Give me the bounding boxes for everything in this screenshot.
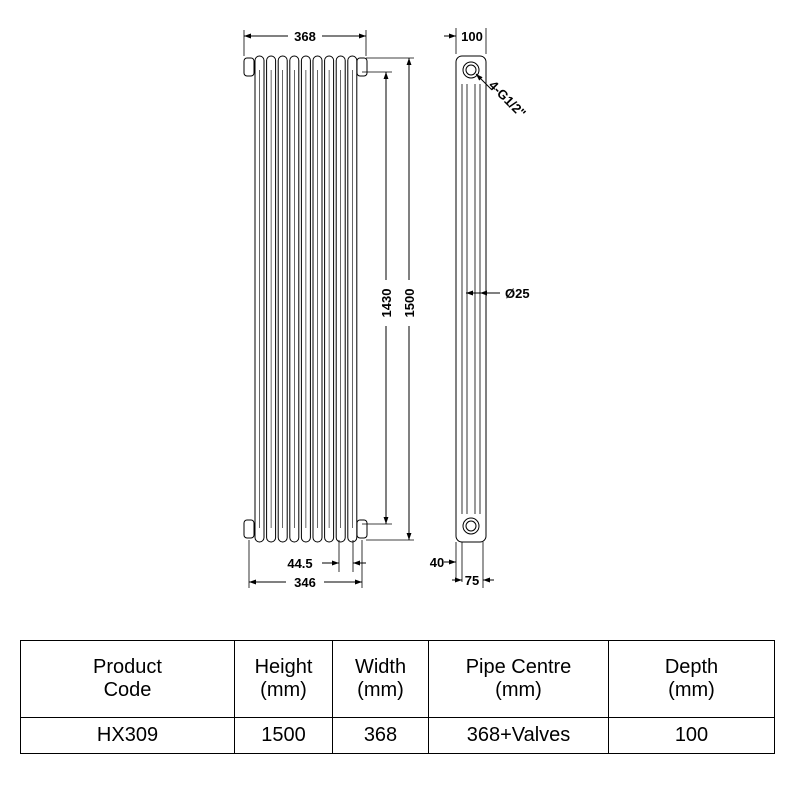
dim-overall-height: 1500	[402, 289, 417, 318]
dim-column-pitch: 44.5	[287, 556, 312, 571]
dim-body-width: 346	[294, 575, 316, 590]
dim-overall-width: 368	[294, 29, 316, 44]
dim-pipe-centre-height: 1430	[379, 289, 394, 318]
header-unit: (mm)	[495, 679, 542, 701]
dim-bottom-offset: 40	[430, 555, 444, 570]
header-unit: (mm)	[260, 679, 307, 701]
specification-table: Product Code Height (mm) Width (mm) Pipe…	[20, 640, 775, 754]
header-product-code: Product Code	[20, 640, 235, 718]
label-connection: 4-G1/2"	[486, 78, 529, 121]
cell-height: 1500	[234, 717, 333, 754]
dim-leg-spacing: 75	[465, 573, 479, 588]
header-label: Width	[354, 656, 407, 678]
dim-depth: 100	[461, 29, 483, 44]
header-label: Pipe Centre	[465, 656, 572, 678]
header-unit: (mm)	[668, 679, 715, 701]
table-row: HX309 1500 368 368+Valves 100	[20, 717, 775, 754]
dim-tube-diameter: Ø25	[505, 286, 530, 301]
cell-product-code: HX309	[20, 717, 235, 754]
top-connection	[462, 61, 480, 79]
header-pipe-centre: Pipe Centre (mm)	[428, 640, 609, 718]
header-width: Width (mm)	[332, 640, 429, 718]
radiator-columns	[254, 55, 358, 543]
header-depth: Depth (mm)	[608, 640, 775, 718]
bottom-connection	[462, 517, 480, 535]
front-view	[243, 55, 368, 543]
header-label: Code	[103, 679, 152, 701]
front-dimensions: 368 1430 1500 44.5 346	[243, 29, 417, 590]
side-view	[455, 55, 487, 543]
cell-pipe-centre: 368+Valves	[428, 717, 609, 754]
cell-width: 368	[332, 717, 429, 754]
table-header-row: Product Code Height (mm) Width (mm) Pipe…	[20, 640, 775, 718]
header-height: Height (mm)	[234, 640, 333, 718]
header-unit: (mm)	[357, 679, 404, 701]
technical-drawing: 368 1430 1500 44.5 346	[243, 28, 530, 590]
header-label: Depth	[664, 656, 719, 678]
header-label: Product	[93, 656, 162, 678]
cell-depth: 100	[608, 717, 775, 754]
header-label: Height	[254, 656, 313, 678]
